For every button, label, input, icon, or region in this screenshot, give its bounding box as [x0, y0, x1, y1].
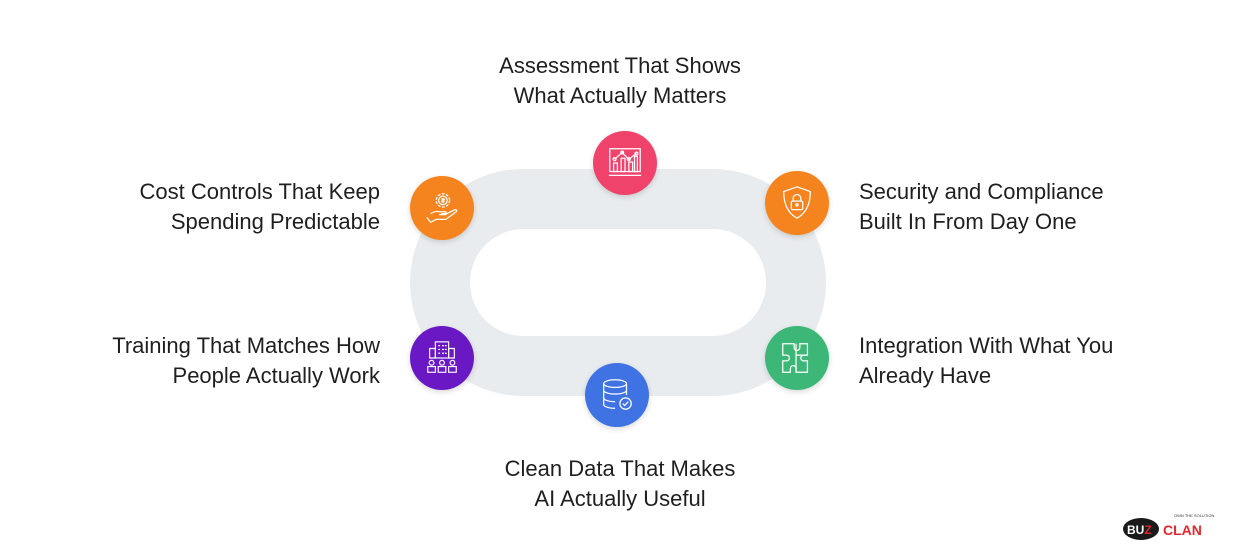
- label-line: Training That Matches How: [112, 333, 380, 358]
- chart-icon: [608, 148, 642, 176]
- svg-text:OWN THE SOLUTION: OWN THE SOLUTION: [1174, 513, 1214, 518]
- hand-money-gear-icon: [426, 193, 458, 224]
- label-line: AI Actually Useful: [534, 486, 706, 511]
- database-check-icon: [603, 379, 632, 410]
- node-security: [765, 171, 829, 235]
- label-line: Already Have: [859, 363, 992, 388]
- label-clean-data: Clean Data That Makes AI Actually Useful: [445, 454, 795, 514]
- cycle-ring-center: [470, 229, 766, 336]
- buzzclan-logo: BUZ CLAN OWN THE SOLUTION: [1122, 511, 1222, 541]
- label-cost: Cost Controls That Keep Spending Predict…: [20, 177, 381, 237]
- label-line: Clean Data That Makes: [504, 456, 736, 481]
- label-line: Assessment That Shows: [499, 53, 741, 78]
- svg-text:BUZ: BUZ: [1127, 523, 1152, 537]
- label-line: Spending Predictable: [170, 209, 380, 234]
- puzzle-icon: [782, 343, 809, 373]
- label-line: Built In From Day One: [859, 209, 1077, 234]
- label-line: Security and Compliance: [859, 179, 1104, 204]
- label-line: What Actually Matters: [513, 83, 727, 108]
- label-security: Security and Compliance Built In From Da…: [859, 177, 1104, 237]
- node-training: [410, 326, 474, 390]
- node-integration: [765, 326, 829, 390]
- svg-text:CLAN: CLAN: [1163, 522, 1202, 538]
- label-line: Cost Controls That Keep: [139, 179, 381, 204]
- label-assessment: Assessment That Shows What Actually Matt…: [445, 51, 795, 111]
- node-clean-data: [585, 363, 649, 427]
- label-integration: Integration With What You Already Have: [859, 331, 1113, 391]
- label-line: Integration With What You: [859, 333, 1114, 358]
- node-assessment: [593, 131, 657, 195]
- node-cost: [410, 176, 474, 240]
- shield-lock-icon: [783, 186, 811, 219]
- label-training: Training That Matches How People Actuall…: [20, 331, 380, 391]
- label-line: People Actually Work: [172, 363, 380, 388]
- team-building-icon: [427, 341, 457, 373]
